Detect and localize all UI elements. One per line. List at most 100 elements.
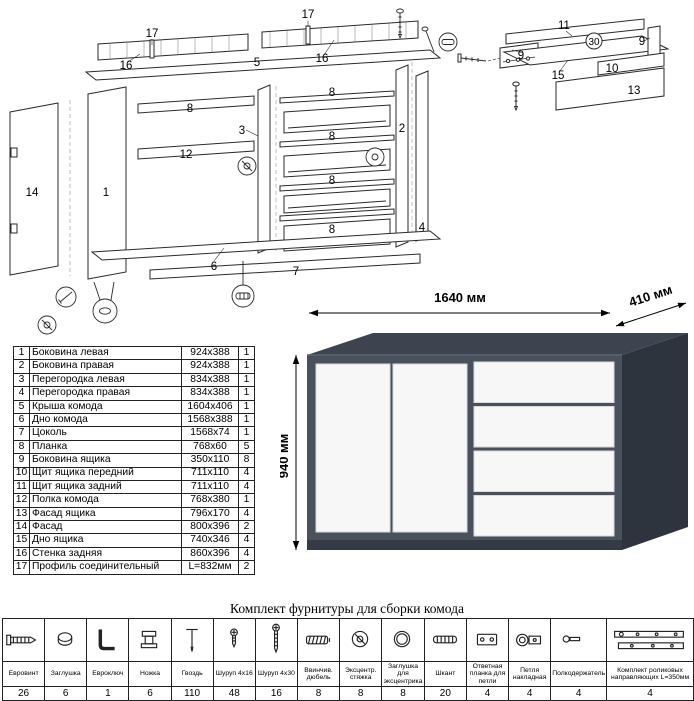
part-number: 8	[13, 439, 30, 455]
part-shelf	[137, 140, 255, 160]
part-name: Щит ящика передний	[29, 466, 182, 481]
part-qty: 1	[238, 372, 255, 388]
part-number: 9	[13, 453, 30, 468]
part-size: 1568х74	[181, 426, 239, 441]
part-name: Дно ящика	[29, 533, 182, 548]
part-number: 3	[13, 372, 30, 388]
part-name: Цоколь	[29, 426, 182, 441]
hardware-qty: 8	[339, 686, 383, 701]
part-number: 16	[13, 546, 30, 562]
hardware-qty: 8	[296, 686, 341, 701]
hardware-kit-title: Комплект фурнитуры для сборки комода	[229, 601, 464, 616]
hardware-name: Шуруп 4х16	[212, 661, 256, 687]
part-name: Профиль соединительный	[29, 560, 182, 575]
part-label: 13	[628, 85, 641, 97]
part-number: 2	[13, 359, 30, 374]
part-label: 9	[639, 36, 645, 48]
screw-4x16-icon	[229, 628, 238, 649]
part-name: Дно комода	[29, 412, 182, 428]
part-label: 16	[316, 53, 329, 65]
part-qty: 4	[238, 533, 255, 548]
cam-lock-icon	[351, 630, 369, 648]
part-size: 711х110	[181, 466, 239, 481]
part-drawer-facade	[555, 67, 665, 111]
part-size: 796х170	[181, 506, 239, 522]
hardware-name: Полкодержатель	[550, 661, 608, 687]
hardware-qty: 20	[423, 686, 467, 701]
part-qty: 5	[238, 439, 255, 455]
part-plank	[137, 95, 255, 114]
hardware-qty: 1	[86, 686, 130, 701]
part-size: 924х388	[181, 345, 239, 361]
part-rail-2	[279, 134, 395, 148]
part-qty: 4	[238, 479, 255, 495]
part-plinth	[149, 253, 421, 280]
hex-key-icon	[98, 629, 115, 651]
part-profile-left	[149, 39, 155, 59]
hardware-name: Заглушка для эксцентрика	[381, 661, 425, 687]
part-label: 8	[329, 224, 335, 236]
part-label: 12	[180, 149, 193, 161]
hardware-name: Гвоздь	[170, 661, 214, 687]
dowel-icon	[432, 635, 457, 644]
part-label: 17	[146, 28, 159, 40]
part-number: 1	[13, 345, 30, 361]
part-label: 8	[329, 175, 335, 187]
hardware-name: Комплект роликовых направляющих L=350мм	[606, 661, 694, 687]
part-number: 10	[13, 466, 30, 481]
dresser-plinth	[307, 540, 622, 550]
part-label: 16	[120, 60, 133, 72]
part-name: Крыша комода	[29, 399, 182, 414]
part-label: 1	[103, 187, 109, 199]
part-qty: 1	[238, 345, 255, 361]
part-label: 8	[329, 87, 335, 99]
hardware-qty: 4	[606, 686, 694, 701]
hardware-name: Ножка	[128, 661, 172, 687]
part-bottom-board	[90, 230, 442, 261]
part-qty: 2	[238, 520, 255, 535]
part-rail-3	[279, 178, 395, 192]
hardware-qty: 26	[1, 686, 46, 701]
callout-circle-30	[585, 32, 603, 50]
part-label: 7	[293, 266, 299, 278]
part-number: 6	[13, 412, 30, 428]
threaded-dowel-icon	[305, 635, 331, 645]
part-rail-4	[279, 208, 395, 222]
part-number: 17	[13, 560, 30, 575]
part-back-wall-left	[97, 33, 249, 61]
dresser-drawer-front-3	[473, 450, 615, 492]
hardware-qty: 4	[465, 686, 510, 701]
hardware-icons-row	[1, 618, 694, 662]
diagram-labels: 17 16 5 16 17 8 12 3 1 14 2 8 8 8 8 4 6 …	[26, 9, 646, 278]
cap-icon	[57, 632, 73, 646]
part-label: 2	[399, 123, 405, 135]
part-qty: 1	[238, 493, 255, 508]
hardware-name: Ответная планка для петли	[465, 661, 510, 687]
part-right-side	[415, 70, 429, 242]
dresser-drawer-front-4	[473, 495, 615, 537]
part-qty: 4	[238, 506, 255, 522]
cam-cap-icon	[394, 630, 411, 648]
part-label: 5	[254, 57, 260, 69]
hardware-qty: 6	[128, 686, 172, 701]
part-profile-right	[305, 25, 311, 45]
shelf-support-icon	[562, 635, 581, 643]
hinge-mark	[10, 223, 18, 234]
part-label: 14	[26, 187, 39, 199]
part-label: 8	[329, 131, 335, 143]
part-number: 4	[13, 386, 30, 401]
part-top-board	[84, 49, 442, 81]
part-label: 17	[302, 9, 315, 21]
hardware-name: Петля накладная	[508, 661, 552, 687]
part-name: Планка	[29, 439, 182, 455]
screw-head	[457, 53, 462, 63]
